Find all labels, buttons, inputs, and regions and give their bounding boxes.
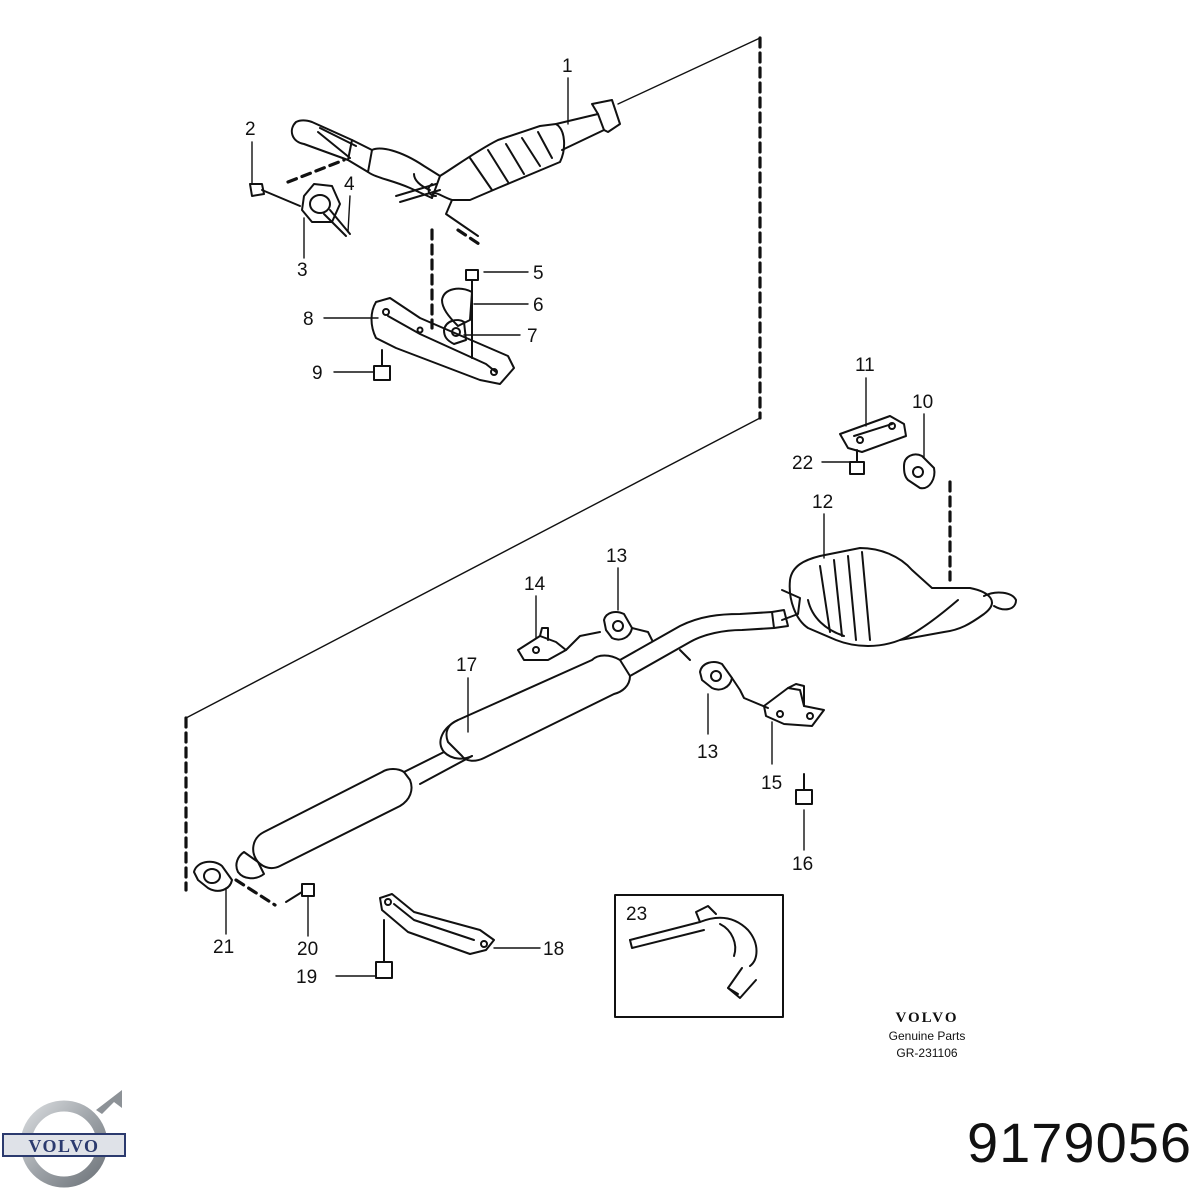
logo-arrow-icon — [96, 1090, 122, 1114]
logo-band-inner — [4, 1135, 124, 1155]
front-rubber-mounting — [603, 611, 653, 641]
front-pipe-catalytic-converter — [290, 99, 621, 237]
callout-11: 11 — [855, 355, 875, 376]
rear-silencer — [781, 547, 1017, 647]
callout-15: 15 — [761, 773, 782, 794]
logo-text: VOLVO — [28, 1136, 99, 1156]
brand-name: VOLVO — [895, 1010, 959, 1026]
diagram-code: GR-231106 — [896, 1046, 958, 1060]
intermediate-pipe-centre-silencer — [235, 609, 789, 880]
rear-middle-bracket — [763, 683, 825, 727]
front-hanger-bracket — [517, 627, 601, 661]
bolt-clamp-rubber-mount — [441, 269, 479, 359]
bracket-bolt-rear — [795, 773, 813, 805]
callout-6: 6 — [533, 295, 544, 316]
callout-14: 14 — [524, 574, 546, 595]
callout-20: 20 — [297, 939, 318, 960]
gasket-nut-stud — [249, 183, 351, 237]
mounting-bracket — [370, 297, 515, 385]
callout-16: 16 — [792, 854, 813, 875]
callout-10: 10 — [912, 392, 933, 413]
callout-1: 1 — [562, 56, 573, 77]
callout-5: 5 — [533, 263, 544, 284]
callout-13-bottom: 13 — [697, 742, 718, 763]
callout-18: 18 — [543, 939, 564, 960]
brand-subtitle: Genuine Parts — [888, 1029, 966, 1043]
front-flange-gasket — [193, 860, 233, 892]
part-number: 9179056 — [966, 1111, 1192, 1174]
callout-21: 21 — [213, 937, 234, 958]
callout-3: 3 — [297, 260, 308, 281]
callout-8: 8 — [303, 309, 314, 330]
rear-rubber-mounting — [903, 453, 936, 490]
callout-labels: 1 2 3 4 5 6 7 8 9 10 11 12 13 13 14 15 1… — [213, 56, 933, 988]
rear-middle-rubber-mounting — [679, 649, 769, 709]
callout-13-top: 13 — [606, 546, 627, 567]
callout-7: 7 — [527, 326, 538, 347]
leader-lines — [225, 77, 925, 977]
callout-22: 22 — [792, 453, 813, 474]
genuine-parts-caption: VOLVO Genuine Parts GR-231106 — [872, 1010, 982, 1060]
inset-clamp-detail — [614, 894, 784, 1018]
callout-12: 12 — [812, 492, 833, 513]
hanger-bolt — [849, 449, 865, 475]
lower-bracket — [379, 893, 495, 955]
callout-2: 2 — [245, 119, 256, 140]
bracket-bolt — [373, 349, 391, 381]
volvo-logo: VOLVO — [2, 1090, 126, 1188]
flange-bolt — [285, 883, 315, 903]
callout-9: 9 — [312, 363, 323, 384]
callout-23: 23 — [626, 904, 647, 925]
lower-bracket-bolt — [375, 919, 393, 979]
callout-19: 19 — [296, 967, 317, 988]
rear-hanger-bracket — [839, 415, 907, 453]
alignment-lines — [184, 36, 952, 907]
callout-4: 4 — [344, 174, 355, 195]
callout-17: 17 — [456, 655, 477, 676]
